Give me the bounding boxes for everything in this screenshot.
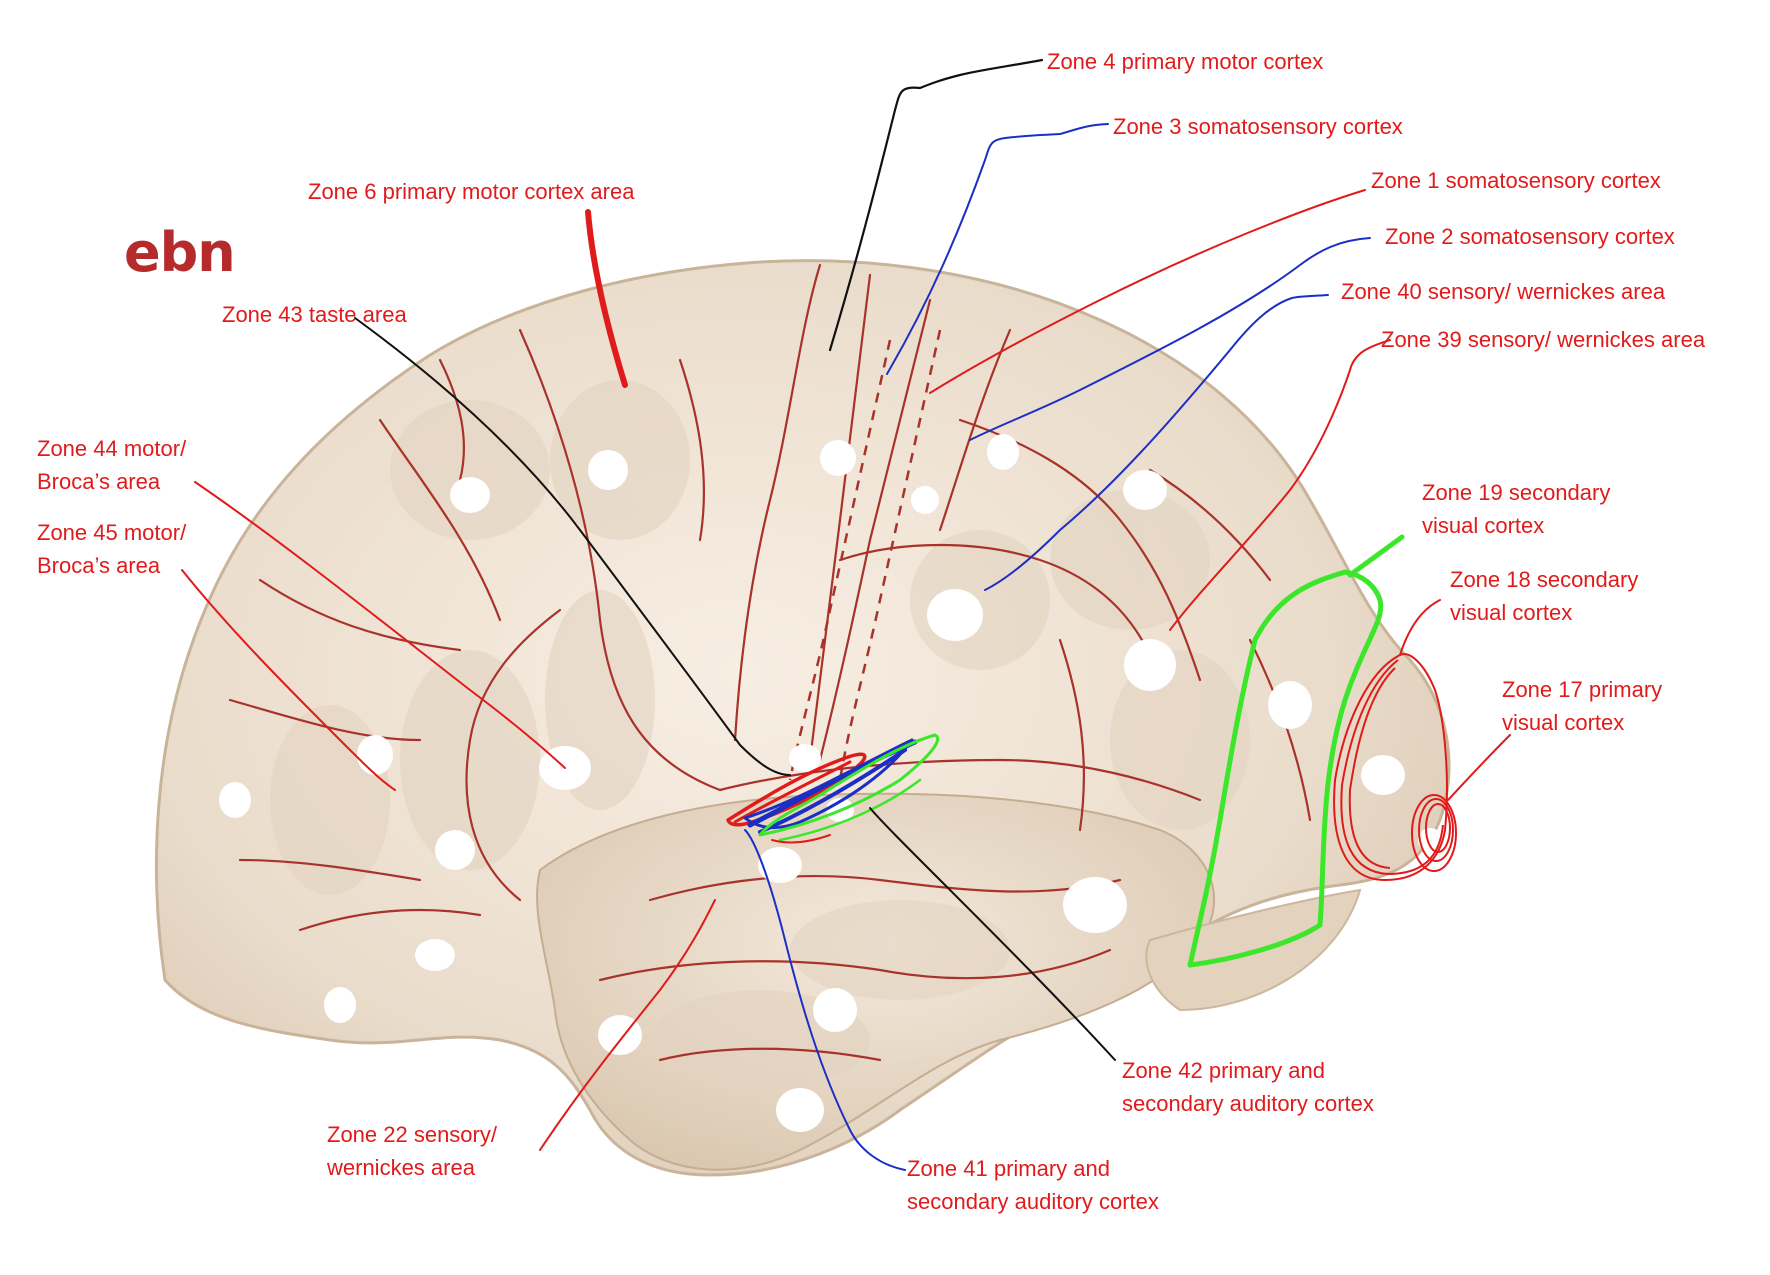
zone45-leader — [181, 569, 396, 791]
zone39-label: Zone 39 sensory/ wernickes area — [1381, 327, 1706, 352]
zone43-label: Zone 43 taste area — [222, 302, 407, 327]
zone2-leader — [969, 237, 1371, 441]
zone1-leader — [929, 189, 1366, 394]
zone17-leader — [1447, 734, 1511, 801]
zone18-label: Zone 18 secondary visual cortex — [1450, 567, 1639, 625]
zone18-outline — [1333, 653, 1448, 882]
zone45-label: Zone 45 motor/ Broca’s area — [37, 520, 187, 578]
zone1-label: Zone 1 somatosensory cortex — [1371, 168, 1661, 193]
zone17-outline — [1411, 794, 1457, 872]
zone22-label: Zone 22 sensory/ wernickes area — [327, 1122, 497, 1180]
zone6-label: Zone 6 primary motor cortex area — [308, 179, 635, 204]
zone40-leader — [984, 294, 1329, 591]
zone3-leader — [886, 123, 1109, 375]
leader-lines — [181, 58, 1511, 1171]
background-text-fragment: ebn — [124, 221, 236, 284]
central-sulcus-dashes — [788, 329, 942, 781]
zone42-leader — [869, 807, 1116, 1061]
zone22-leader — [539, 899, 716, 1151]
zone2-label: Zone 2 somatosensory cortex — [1385, 224, 1675, 249]
zone19-outline — [1187, 569, 1384, 968]
zone43-leader — [354, 317, 791, 776]
zone6-mark — [585, 209, 628, 388]
zone39-leader — [1169, 339, 1391, 631]
zone40-label: Zone 40 sensory/ wernickes area — [1341, 279, 1666, 304]
zone44-label: Zone 44 motor/ Broca’s area — [37, 436, 187, 494]
sulci-lines — [228, 263, 1312, 1062]
zone44-leader — [194, 481, 566, 769]
zone41-leader — [744, 829, 906, 1171]
zone19-label: Zone 19 secondary visual cortex — [1422, 480, 1611, 538]
zone18-leader — [1399, 599, 1441, 656]
zone41-label: Zone 41 primary and secondary auditory c… — [907, 1156, 1159, 1214]
zone42-label: Zone 42 primary and secondary auditory c… — [1122, 1058, 1374, 1116]
zone4-leader — [828, 58, 1044, 352]
zone19-tail — [1347, 534, 1405, 578]
zone3-label: Zone 3 somatosensory cortex — [1113, 114, 1403, 139]
zone4-label: Zone 4 primary motor cortex — [1047, 49, 1324, 74]
zone17-label: Zone 17 primary visual cortex — [1502, 677, 1663, 735]
auditory-area-outlines — [726, 733, 939, 844]
